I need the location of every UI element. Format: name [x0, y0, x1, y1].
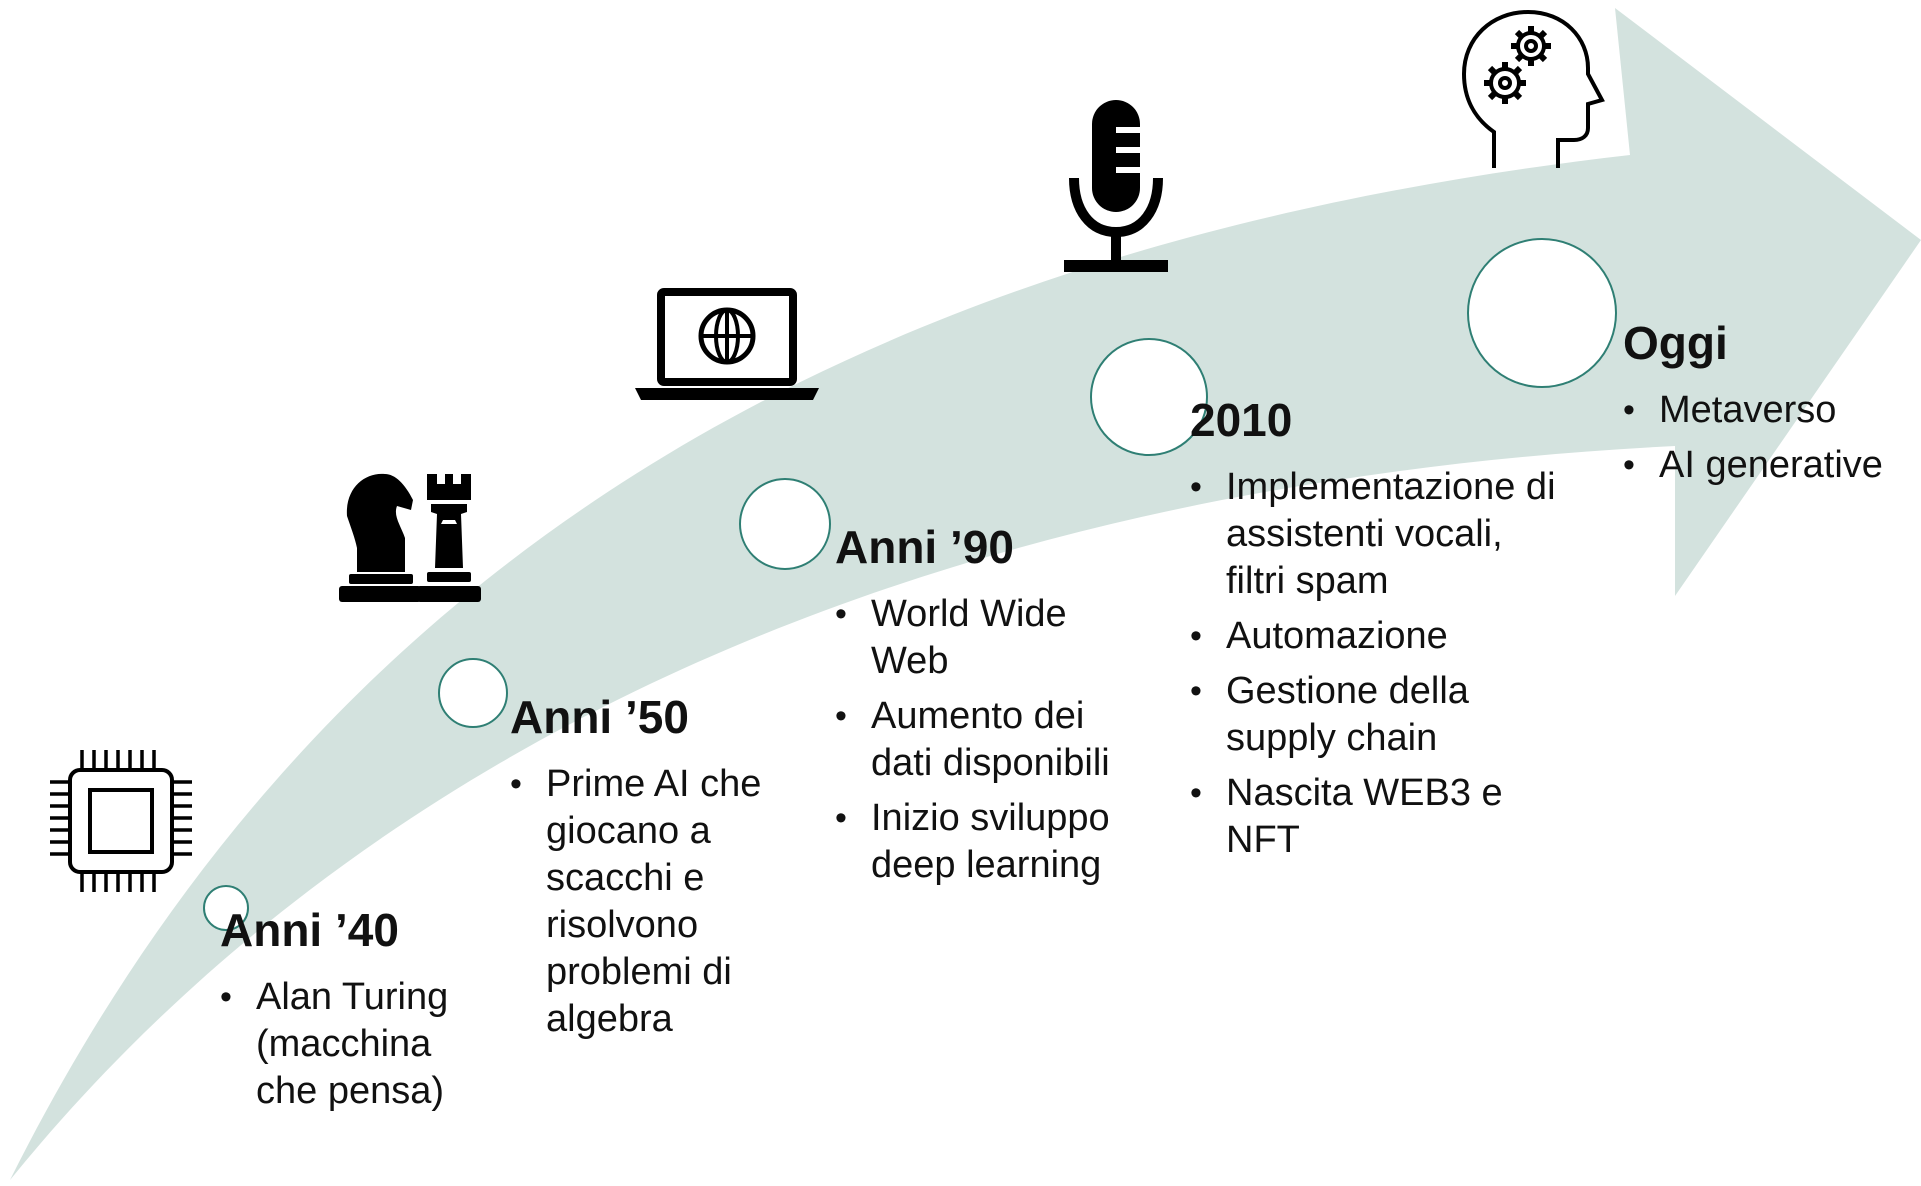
era-1990s: Anni ’90 World Wide Web Aumento dei dati…	[835, 522, 1125, 897]
era-items: Metaverso AI generative	[1623, 387, 1921, 489]
era-title: Anni ’40	[220, 904, 399, 956]
list-item: Aumento dei dati disponibili	[835, 693, 1125, 787]
era-items: Implementazione di assistenti vocali, fi…	[1190, 464, 1570, 864]
list-item: Gestione della supply chain	[1190, 668, 1570, 762]
era-2010: 2010 Implementazione di assistenti vocal…	[1190, 395, 1570, 872]
era-oggi: Oggi Metaverso AI generative	[1623, 318, 1921, 497]
era-title: Anni ’50	[510, 691, 689, 743]
timeline-node-4	[1090, 338, 1208, 456]
chess-pieces-icon	[339, 473, 481, 602]
era-title: Anni ’90	[835, 521, 1014, 573]
list-item: Metaverso	[1623, 387, 1921, 434]
timeline-arrow-shape	[10, 8, 1921, 1180]
timeline-node-2	[438, 658, 508, 728]
list-item: Implementazione di assistenti vocali, fi…	[1190, 464, 1570, 605]
list-item: AI generative	[1623, 442, 1921, 489]
era-items: Prime AI che giocano a scacchi e risolvo…	[510, 761, 780, 1043]
timeline-node-5	[1467, 238, 1617, 388]
microphone-icon	[1064, 100, 1168, 272]
era-title: 2010	[1190, 394, 1293, 446]
list-item: Prime AI che giocano a scacchi e risolvo…	[510, 761, 780, 1043]
list-item: World Wide Web	[835, 591, 1125, 685]
era-items: World Wide Web Aumento dei dati disponib…	[835, 591, 1125, 889]
era-1940s: Anni ’40 Alan Turing (macchina che pensa…	[220, 905, 480, 1123]
era-items: Alan Turing (macchina che pensa)	[220, 974, 480, 1115]
list-item: Alan Turing (macchina che pensa)	[220, 974, 480, 1115]
list-item: Nascita WEB3 e NFT	[1190, 770, 1570, 864]
era-1950s: Anni ’50 Prime AI che giocano a scacchi …	[510, 692, 780, 1051]
list-item: Inizio sviluppo deep learning	[835, 795, 1125, 889]
head-gears-icon	[1461, 9, 1605, 168]
cpu-chip-icon	[50, 750, 192, 892]
laptop-globe-icon	[635, 288, 819, 400]
era-title: Oggi	[1623, 317, 1728, 369]
timeline-node-3	[739, 478, 831, 570]
list-item: Automazione	[1190, 613, 1570, 660]
timeline-node-1	[203, 885, 249, 931]
